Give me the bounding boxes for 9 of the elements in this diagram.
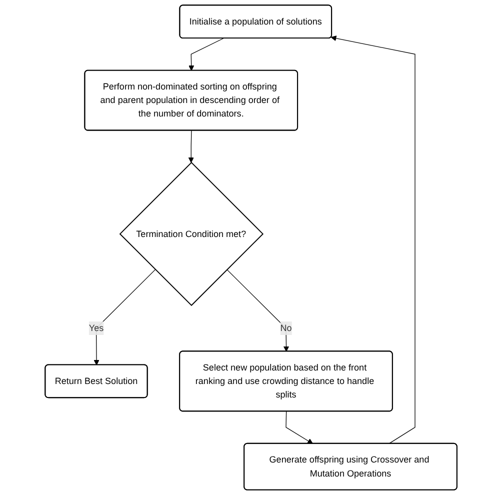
arrow bbox=[94, 269, 156, 366]
arrow bbox=[188, 130, 194, 163]
arrow bbox=[331, 36, 416, 444]
arrow bbox=[286, 411, 314, 444]
arrow bbox=[188, 38, 224, 71]
arrow bbox=[227, 269, 290, 352]
node-diamond: Termination Condition met? bbox=[120, 162, 264, 306]
edge-label: No bbox=[280, 322, 292, 334]
edge-label: Yes bbox=[89, 322, 104, 334]
